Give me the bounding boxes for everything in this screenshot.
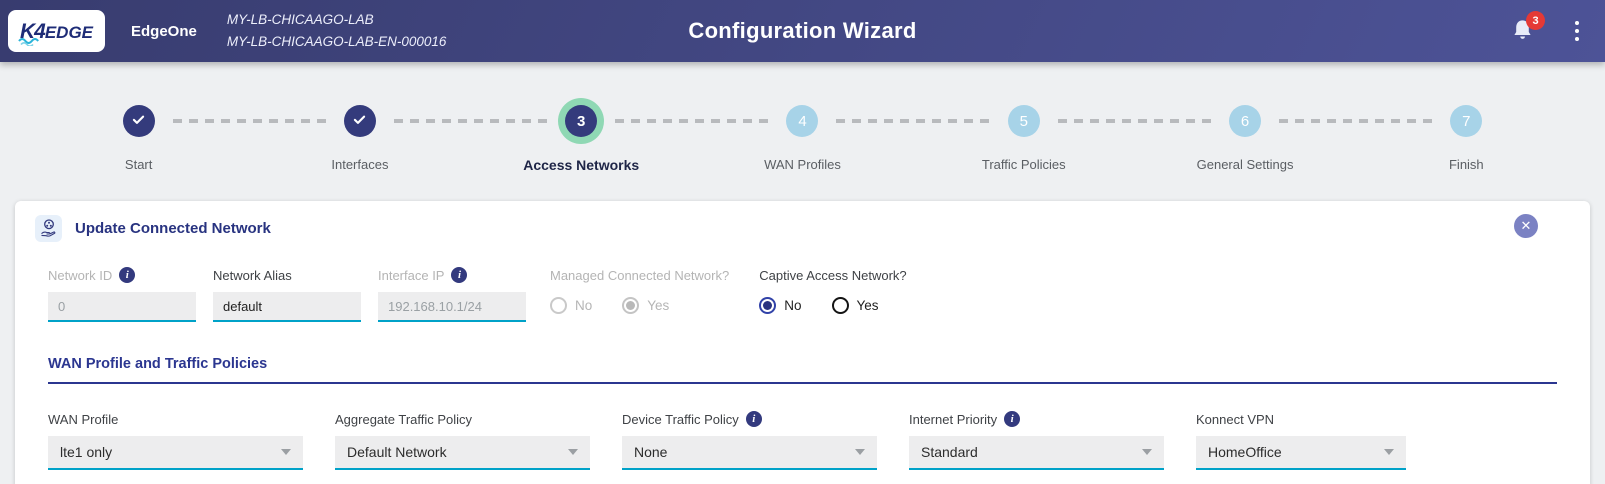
konnect-vpn-dropdown[interactable]: HomeOffice <box>1196 436 1406 470</box>
network-id-input <box>48 292 196 322</box>
info-icon[interactable]: i <box>745 411 762 427</box>
wan-profile-label: WAN Profile <box>48 411 119 427</box>
step-label: Interfaces <box>331 157 389 172</box>
step-interfaces-circle[interactable] <box>337 98 383 144</box>
step-interfaces: Interfaces <box>172 98 470 173</box>
app-header: K4EDGE EdgeOne MY-LB-CHICAAGO-LAB MY-LB-… <box>0 0 1605 62</box>
chevron-down-icon <box>1142 449 1152 455</box>
captive-network-radio-group: Captive Access Network? No Yes <box>759 266 907 322</box>
step-wan-profiles: 4 WAN Profiles <box>615 98 913 173</box>
managed-network-radio-group: Managed Connected Network? No Yes <box>550 266 729 322</box>
chevron-down-icon <box>1384 449 1394 455</box>
step-finish: 7 Finish <box>1278 98 1577 173</box>
interface-ip-input <box>378 292 526 322</box>
wizard-stepper: Start Interfaces 3 Access Networks 4 WAN… <box>0 62 1605 173</box>
check-icon <box>130 111 147 132</box>
wan-profile-field-group: WAN Profile lte1 only <box>48 410 303 470</box>
aggregate-traffic-policy-label: Aggregate Traffic Policy <box>335 411 473 427</box>
step-start-circle[interactable] <box>116 98 162 144</box>
close-icon[interactable]: ✕ <box>1514 214 1538 238</box>
step-finish-circle[interactable]: 7 <box>1443 98 1489 144</box>
device-traffic-policy-dropdown[interactable]: None <box>622 436 877 470</box>
update-connected-network-panel: Update Connected Network ✕ Network ID i N… <box>15 201 1590 484</box>
internet-priority-label: Internet Priority <box>909 411 998 427</box>
network-id-field-group: Network ID i <box>48 266 196 322</box>
interface-ip-field-group: Interface IP i <box>378 266 526 322</box>
kebab-menu-icon[interactable] <box>1571 17 1583 45</box>
captive-no-radio[interactable]: No <box>759 297 802 314</box>
konnect-vpn-field-group: Konnect VPN HomeOffice <box>1196 410 1406 470</box>
interface-ip-label: Interface IP <box>378 267 445 283</box>
device-name: MY-LB-CHICAAGO-LAB <box>226 12 374 28</box>
logo-wave-icon <box>18 32 44 49</box>
aggregate-traffic-policy-field-group: Aggregate Traffic Policy Default Network <box>335 410 590 470</box>
logo-k4-text: K4 <box>19 19 46 43</box>
internet-priority-field-group: Internet Priority i Standard <box>909 410 1164 470</box>
step-traffic-policies-circle[interactable]: 5 <box>1001 98 1047 144</box>
step-traffic-policies: 5 Traffic Policies <box>836 98 1134 173</box>
chevron-down-icon <box>281 449 291 455</box>
notification-badge: 3 <box>1526 11 1545 30</box>
step-label: General Settings <box>1196 157 1294 172</box>
step-label: Finish <box>1448 157 1484 172</box>
step-access-networks-circle[interactable]: 3 <box>558 98 605 144</box>
managed-network-label: Managed Connected Network? <box>550 267 730 283</box>
wan-profile-section-title: WAN Profile and Traffic Policies <box>48 356 1557 384</box>
aggregate-traffic-policy-dropdown[interactable]: Default Network <box>335 436 590 470</box>
step-label: Access Networks <box>523 157 640 173</box>
network-id-label: Network ID <box>48 267 113 283</box>
step-label: WAN Profiles <box>764 157 841 172</box>
konnect-vpn-label: Konnect VPN <box>1196 411 1275 427</box>
network-alias-label: Network Alias <box>213 267 292 283</box>
notifications-button[interactable]: 3 <box>1509 11 1545 48</box>
product-name: EdgeOne <box>131 22 197 40</box>
managed-no-radio: No <box>550 297 592 314</box>
step-label: Start <box>124 157 153 172</box>
k4edge-logo: K4EDGE <box>8 10 105 52</box>
wan-profile-dropdown[interactable]: lte1 only <box>48 436 303 470</box>
device-traffic-policy-label: Device Traffic Policy <box>622 411 739 427</box>
captive-yes-radio[interactable]: Yes <box>831 297 879 314</box>
step-wan-profiles-circle[interactable]: 4 <box>779 98 825 144</box>
step-general-settings: 6 General Settings <box>1057 98 1355 173</box>
step-access-networks: 3 Access Networks <box>393 98 692 173</box>
connected-network-icon <box>35 215 62 242</box>
info-icon[interactable]: i <box>451 267 468 283</box>
captive-network-label: Captive Access Network? <box>759 267 907 283</box>
network-alias-input[interactable] <box>213 292 361 322</box>
logo-edge-text: EDGE <box>44 22 94 42</box>
step-start: Start <box>28 98 249 173</box>
device-id: MY-LB-CHICAAGO-LAB-EN-000016 <box>226 34 447 49</box>
info-icon[interactable]: i <box>119 267 136 283</box>
device-info: MY-LB-CHICAAGO-LAB MY-LB-CHICAAGO-LAB-EN… <box>227 9 447 52</box>
chevron-down-icon <box>568 449 578 455</box>
bell-icon <box>1509 20 1536 48</box>
device-traffic-policy-field-group: Device Traffic Policy i None <box>622 410 877 470</box>
internet-priority-dropdown[interactable]: Standard <box>909 436 1164 470</box>
step-general-settings-circle[interactable]: 6 <box>1222 98 1268 144</box>
info-icon[interactable]: i <box>1004 411 1021 427</box>
check-icon <box>351 111 368 132</box>
managed-yes-radio: Yes <box>622 297 669 314</box>
step-label: Traffic Policies <box>981 157 1066 172</box>
chevron-down-icon <box>855 449 865 455</box>
panel-title: Update Connected Network <box>75 220 271 237</box>
network-alias-field-group: Network Alias <box>213 266 361 322</box>
